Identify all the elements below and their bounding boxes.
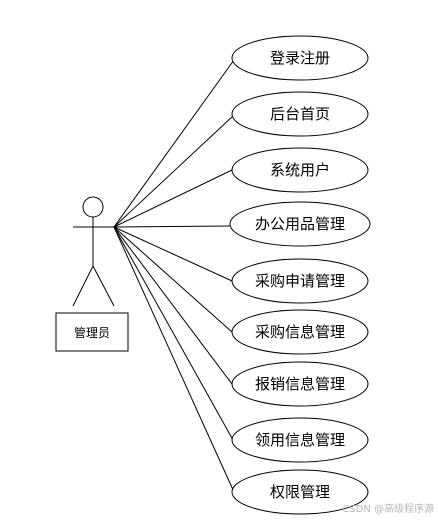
use-cases: 登录注册 后台首页 系统用户 办公用品管理 采购申请管理 采购信息管理 报销信息… bbox=[229, 35, 371, 515]
use-case-label: 报销信息管理 bbox=[255, 375, 345, 393]
association-line bbox=[113, 226, 235, 493]
actor-label: 管理员 bbox=[74, 325, 110, 340]
actor-head bbox=[82, 196, 104, 218]
association-line bbox=[113, 225, 231, 228]
use-case-admin-home: 后台首页 bbox=[231, 91, 369, 137]
use-case-label: 系统用户 bbox=[270, 161, 330, 179]
use-case-label: 采购申请管理 bbox=[255, 272, 345, 290]
actor-figure bbox=[72, 196, 115, 307]
associations bbox=[113, 59, 235, 493]
use-case-label: 领用信息管理 bbox=[255, 431, 345, 449]
actor-left-leg bbox=[72, 265, 94, 307]
use-case-reimbursement-info: 报销信息管理 bbox=[231, 361, 369, 407]
watermark: CSDN @高级程序源 bbox=[342, 502, 434, 515]
use-case-permission-management: 权限管理 bbox=[231, 469, 369, 515]
use-case-label: 办公用品管理 bbox=[255, 215, 345, 233]
association-line bbox=[113, 115, 234, 228]
association-line bbox=[113, 226, 233, 333]
use-case-label: 后台首页 bbox=[270, 105, 330, 123]
association-line bbox=[113, 226, 233, 385]
use-case-office-supplies: 办公用品管理 bbox=[229, 201, 371, 247]
use-case-label: 登录注册 bbox=[270, 49, 330, 67]
use-case-label: 采购信息管理 bbox=[255, 323, 345, 341]
actor-label-box bbox=[55, 312, 129, 352]
use-case-login-register: 登录注册 bbox=[231, 35, 369, 81]
association-line bbox=[113, 59, 235, 228]
use-case-system-users: 系统用户 bbox=[231, 147, 369, 193]
association-line bbox=[113, 226, 234, 441]
actor-right-leg bbox=[92, 265, 115, 307]
use-case-purchase-info: 采购信息管理 bbox=[231, 309, 369, 355]
association-line bbox=[113, 226, 233, 282]
use-case-purchase-request: 采购申请管理 bbox=[231, 258, 369, 304]
use-case-requisition-info: 领用信息管理 bbox=[231, 417, 369, 463]
use-case-label: 权限管理 bbox=[270, 483, 330, 501]
association-line bbox=[113, 169, 233, 228]
